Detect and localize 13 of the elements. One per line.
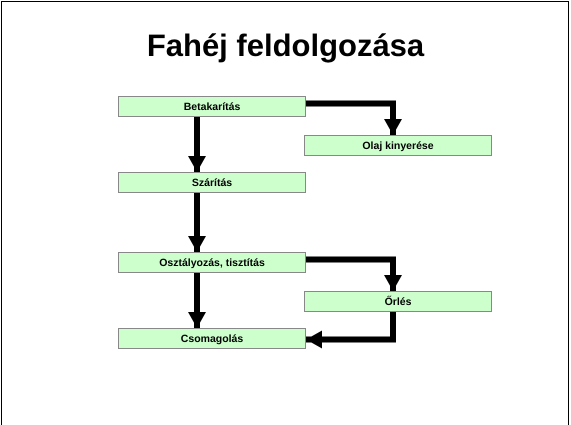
arrow [188,117,206,172]
arrow [188,273,206,328]
arrow [188,193,206,252]
process-box: Őrlés [304,291,492,312]
process-box: Csomagolás [118,328,306,349]
process-box: Olaj kinyerése [304,135,492,156]
process-box: Betakarítás [118,96,306,117]
arrow [306,256,402,291]
arrow [306,312,396,348]
process-box: Szárítás [118,172,306,193]
slide-title: Fahéj feldolgozása [146,28,426,64]
arrow [306,100,402,135]
process-box: Osztályozás, tisztítás [118,252,306,273]
